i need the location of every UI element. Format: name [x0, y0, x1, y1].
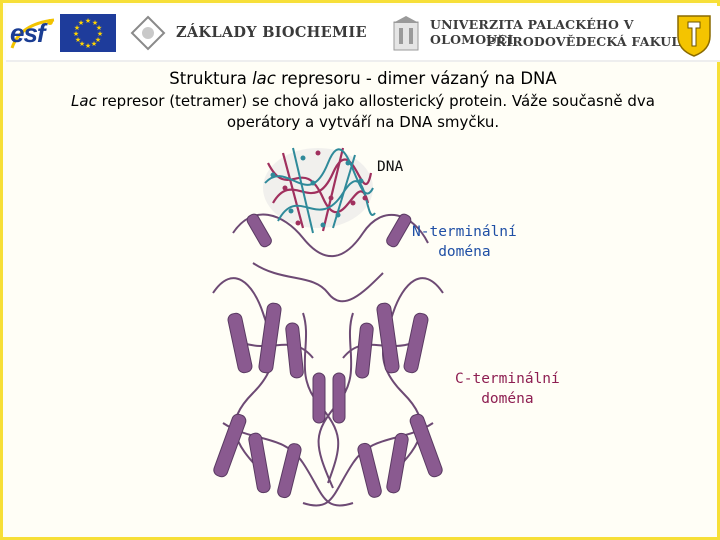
svg-text:★: ★ [85, 42, 91, 50]
svg-text:★: ★ [97, 30, 103, 38]
svg-text:★: ★ [74, 24, 80, 32]
eu-flag-logo: ★★★ ★★★ ★★★ ★★★ [60, 14, 116, 52]
upol-building-icon [393, 16, 419, 51]
esf-logo-text: esf [10, 18, 46, 48]
title-prefix: Struktura [169, 69, 253, 88]
svg-text:★: ★ [92, 19, 98, 27]
label-dna: DNA [377, 159, 404, 175]
upol-logo [391, 14, 421, 54]
course-unit-logo [128, 14, 168, 52]
course-title: ZÁKLADY BIOCHEMIE [176, 24, 367, 41]
label-c-line1: C-terminální [455, 371, 560, 387]
subtitle-text: represor (tetramer) se chová jako allost… [96, 92, 655, 131]
slide-subtitle: Lac represor (tetramer) se chová jako al… [43, 91, 683, 133]
subtitle-italic: Lac [71, 92, 97, 110]
svg-text:★: ★ [85, 17, 91, 25]
eu-stars-icon: ★★★ ★★★ ★★★ ★★★ [73, 17, 103, 50]
faculty-name: PŘÍRODOVĚDECKÁ FAKULTA [486, 34, 699, 49]
label-n-line1: N-terminální [412, 224, 517, 240]
dna-molecule [263, 147, 376, 234]
title-italic: lac [252, 69, 276, 88]
title-suffix: represoru - dimer vázaný na DNA [275, 69, 557, 88]
svg-text:★: ★ [73, 30, 79, 38]
protein-helix-ribbons [213, 213, 443, 499]
crest-shield-icon [677, 15, 711, 57]
svg-text:★: ★ [75, 36, 81, 44]
label-c-terminal-domain: C-terminální doména [455, 369, 560, 409]
slide-title: Struktura lac represoru - dimer vázaný n… [3, 69, 720, 88]
label-c-line2: doména [481, 391, 534, 407]
lac-repressor-structure-image [212, 147, 444, 507]
label-n-line2: doména [438, 244, 491, 260]
ornament-icon [130, 15, 166, 51]
svg-text:★: ★ [79, 40, 85, 48]
esf-swoosh-icon [10, 18, 55, 49]
university-crest [674, 12, 714, 58]
header-banner: esf ★★★ ★★★ ★★★ ★★★ ZÁKLADY BIOCHEMIE [6, 6, 720, 62]
label-n-terminal-domain: N-terminální doména [412, 222, 517, 262]
svg-text:★: ★ [91, 40, 97, 48]
svg-text:★: ★ [95, 36, 101, 44]
esf-logo: esf [10, 14, 56, 54]
svg-text:★: ★ [78, 19, 84, 27]
university-name: UNIVERZITA PALACKÉHO V OLOMOUCI [430, 17, 634, 47]
svg-text:★: ★ [96, 24, 102, 32]
